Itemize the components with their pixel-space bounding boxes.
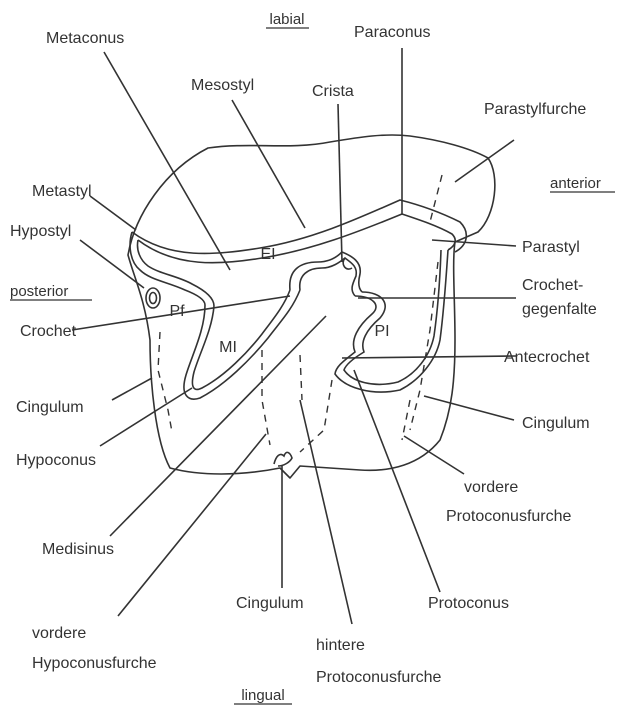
label-hypoconus: Hypoconus [16, 452, 96, 469]
label-crochet: Crochet [20, 323, 77, 340]
label-labial: labial [269, 11, 304, 28]
label-crochet-gegenfalte-2: gegenfalte [522, 301, 597, 318]
leader-cingulum-left [112, 378, 152, 400]
label-mesostyl: Mesostyl [191, 77, 254, 94]
label-paraconus: Paraconus [354, 24, 431, 41]
label-posterior: posterior [10, 283, 68, 300]
label-hintere-protoconusfurche-1: hintere [316, 637, 365, 654]
label-vordere-protoconusfurche-2: Protoconusfurche [446, 508, 572, 525]
label-crista: Crista [312, 83, 354, 100]
label-cingulum-bottom: Cingulum [236, 595, 304, 612]
label-parastyl: Parastyl [522, 239, 580, 256]
label-vordere-hypoconusfurche-2: Hypoconusfurche [32, 655, 157, 672]
label-metastyl: Metastyl [32, 183, 92, 200]
label-hintere-protoconusfurche-2: Protoconusfurche [316, 669, 442, 686]
label-medisinus: Medisinus [42, 541, 114, 558]
label-crochet-gegenfalte-1: Crochet- [522, 277, 583, 294]
leader-metastyl [90, 196, 136, 230]
label-anterior: anterior [550, 175, 601, 192]
label-vordere-protoconusfurche-1: vordere [464, 479, 518, 496]
label-vordere-hypoconusfurche-1: vordere [32, 625, 86, 642]
label-metaconus: Metaconus [46, 30, 124, 47]
label-antecrochet: Antecrochet [504, 349, 590, 366]
label-lingual: lingual [241, 687, 284, 704]
region-pf: Pf [169, 303, 185, 320]
label-parastylfurche: Parastylfurche [484, 101, 586, 118]
label-protoconus: Protoconus [428, 595, 509, 612]
label-hypostyl: Hypostyl [10, 223, 71, 240]
region-ei: EI [260, 246, 275, 263]
region-pi: PI [374, 323, 389, 340]
label-cingulum-left: Cingulum [16, 399, 84, 416]
region-mi: MI [219, 339, 237, 356]
label-cingulum-right: Cingulum [522, 415, 590, 432]
